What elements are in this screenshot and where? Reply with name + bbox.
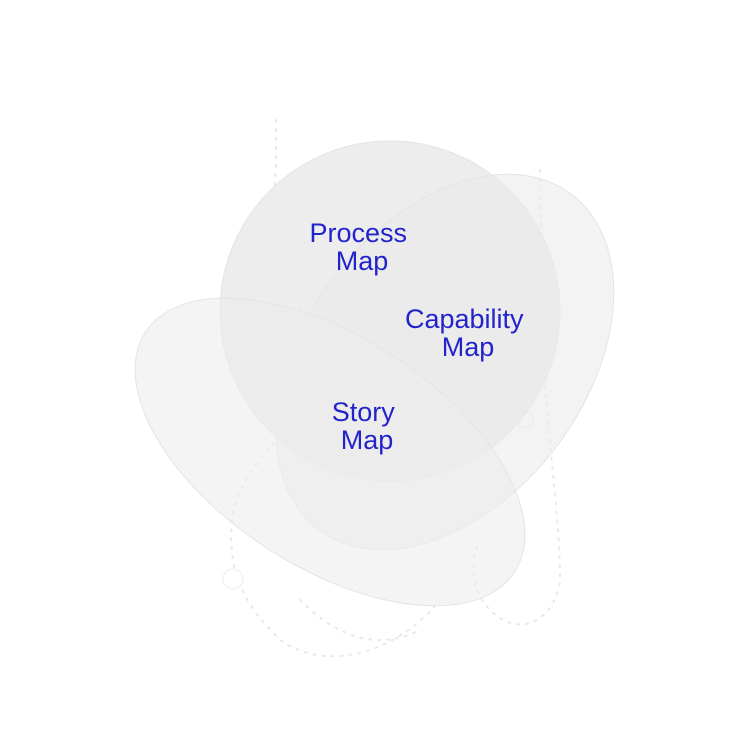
orbit-dot-left	[222, 568, 244, 590]
capability-map-label: Capability Map	[405, 304, 531, 362]
story-map-label-line-1: Story	[332, 397, 396, 427]
story-map-ellipse	[134, 297, 526, 607]
story-map-label: Story Map	[332, 397, 403, 455]
capability-map-label-line-1: Capability	[405, 304, 524, 334]
venn-shapes	[134, 140, 615, 607]
orbit-path-bottom	[299, 599, 421, 641]
process-map-label: Process Map	[309, 218, 414, 276]
capability-map-label-line-2: Map	[442, 332, 495, 362]
story-map-label-line-2: Map	[341, 425, 394, 455]
process-map-label-line-1: Process	[309, 218, 407, 248]
process-map-label-line-2: Map	[336, 246, 389, 276]
